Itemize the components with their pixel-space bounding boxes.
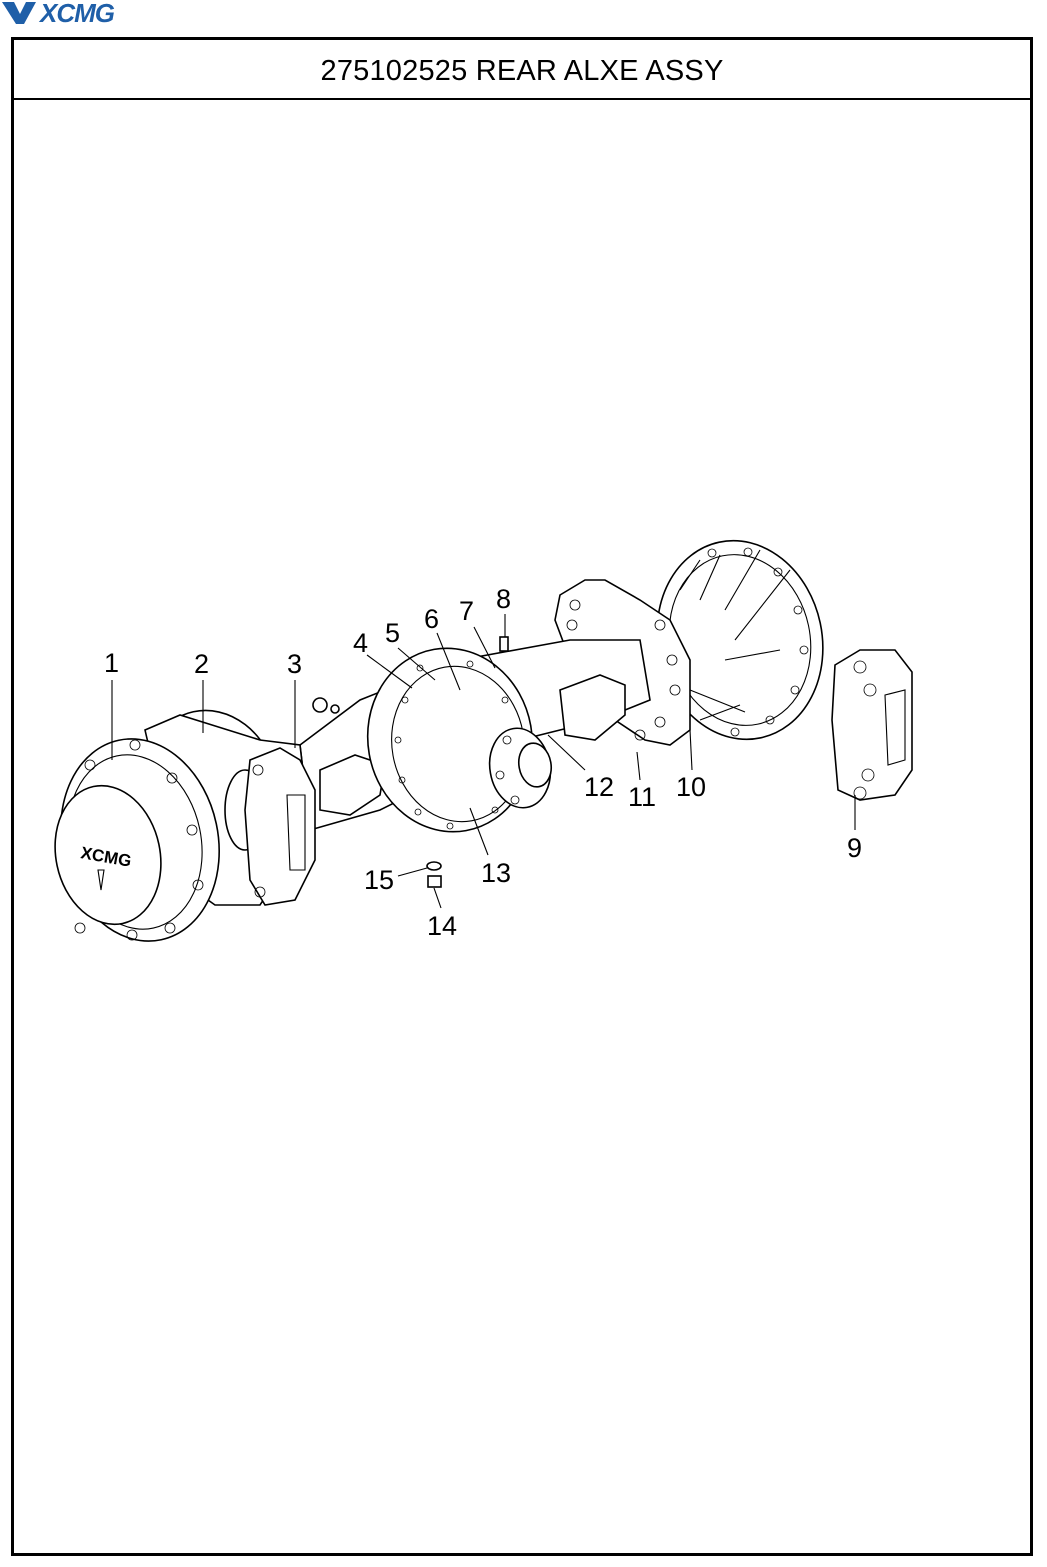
hub-cap-arrow-icon (97, 869, 105, 891)
page-title: 275102525 REAR ALXE ASSY (320, 54, 724, 87)
callout-13: 13 (481, 858, 511, 888)
title-bar: 275102525 REAR ALXE ASSY (14, 40, 1030, 100)
xcmg-logo: XCMG (2, 0, 116, 26)
callout-leaders (111, 614, 856, 909)
right-wheel-hub (656, 539, 824, 741)
callout-8: 8 (496, 584, 511, 614)
callout-15: 15 (364, 865, 394, 895)
callout-labels: 1 2 3 4 5 6 7 8 9 10 11 12 13 14 15 (104, 584, 862, 941)
xcmg-logo-emblem-icon (2, 2, 36, 24)
callout-10: 10 (676, 772, 706, 802)
left-brake-caliper (244, 747, 316, 906)
callout-5: 5 (385, 618, 400, 648)
callout-11: 11 (628, 782, 656, 812)
callout-1: 1 (104, 648, 119, 678)
callout-7: 7 (459, 596, 474, 626)
axle-housing (299, 636, 651, 888)
right-brake-caliper (831, 649, 913, 801)
callout-2: 2 (194, 649, 209, 679)
callout-4: 4 (353, 628, 368, 658)
drawing-frame: 275102525 REAR ALXE ASSY (11, 37, 1033, 1556)
callout-9: 9 (847, 833, 862, 863)
xcmg-logo-text: XCMG (38, 0, 115, 26)
callout-3: 3 (287, 649, 302, 679)
callout-6: 6 (424, 604, 439, 634)
left-wheel-hub: XCMG (54, 738, 220, 942)
callout-14: 14 (427, 911, 457, 941)
callout-12: 12 (584, 772, 614, 802)
